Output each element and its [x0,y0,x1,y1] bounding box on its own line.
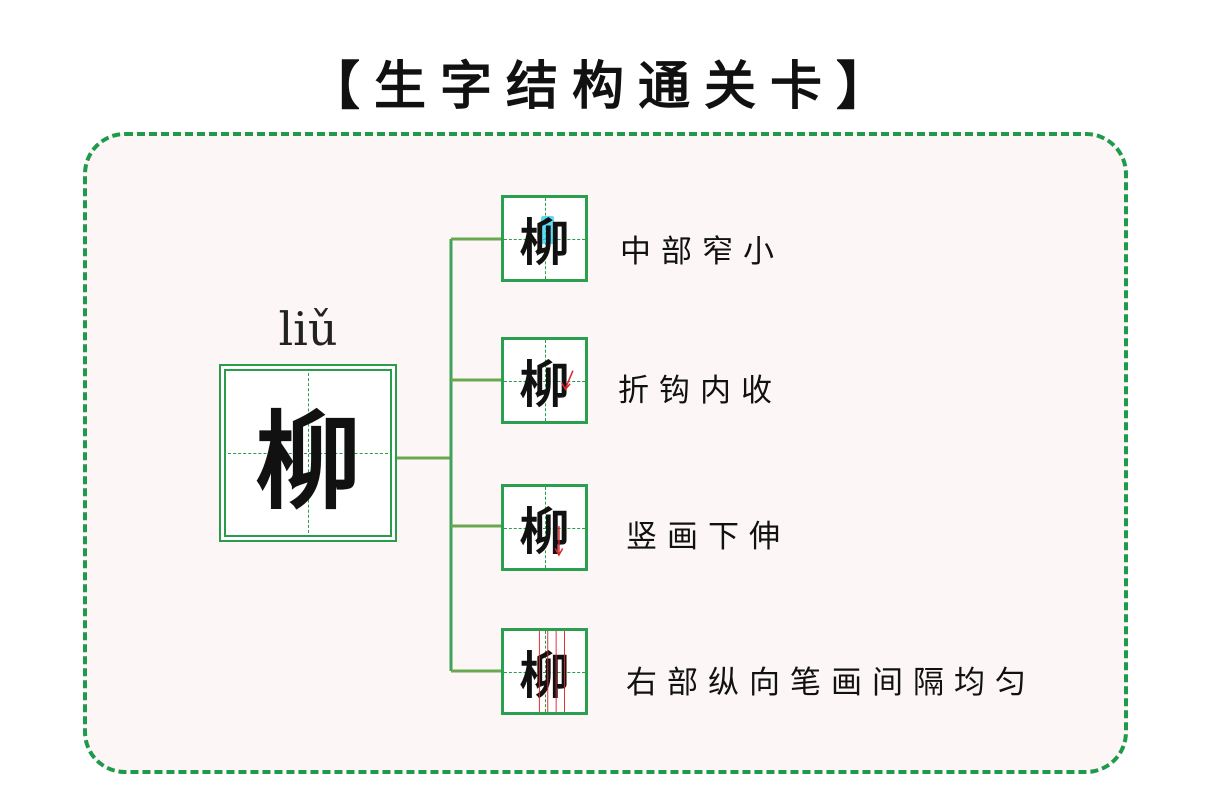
item-label-hook-inward: 折钩内收 [618,373,782,409]
item-character: 柳 [519,645,570,705]
item-grid-middle-narrow: 柳 [501,195,588,282]
item-character: 柳 [519,354,570,414]
hook-arrow-icon [561,370,574,391]
grid-center-horizontal-line [228,453,388,454]
item-grid-vertical-extend: 柳 [501,484,588,571]
spacing-lines-icon [538,631,565,712]
item-grid-even-spacing: 柳 [501,628,588,715]
middle-highlight-mark [541,216,554,244]
item-grid-hook-inward: 柳 [501,337,588,424]
pinyin-label: liǔ [278,302,338,356]
item-label-vertical-extend: 竖画下伸 [626,519,790,555]
item-character: 柳 [519,212,570,272]
grid-center-horizontal-line [504,527,585,529]
item-label-even-spacing: 右部纵向笔画间隔均匀 [626,665,1036,701]
grid-center-horizontal-line [504,671,585,673]
main-character: 柳 [255,399,361,524]
down-arrow-icon [554,526,564,557]
main-character-grid: 柳 [219,364,397,542]
item-label-middle-narrow: 中部窄小 [620,234,784,270]
grid-center-horizontal-line [504,380,585,382]
page-title: 【生字结构通关卡】 [307,57,902,117]
